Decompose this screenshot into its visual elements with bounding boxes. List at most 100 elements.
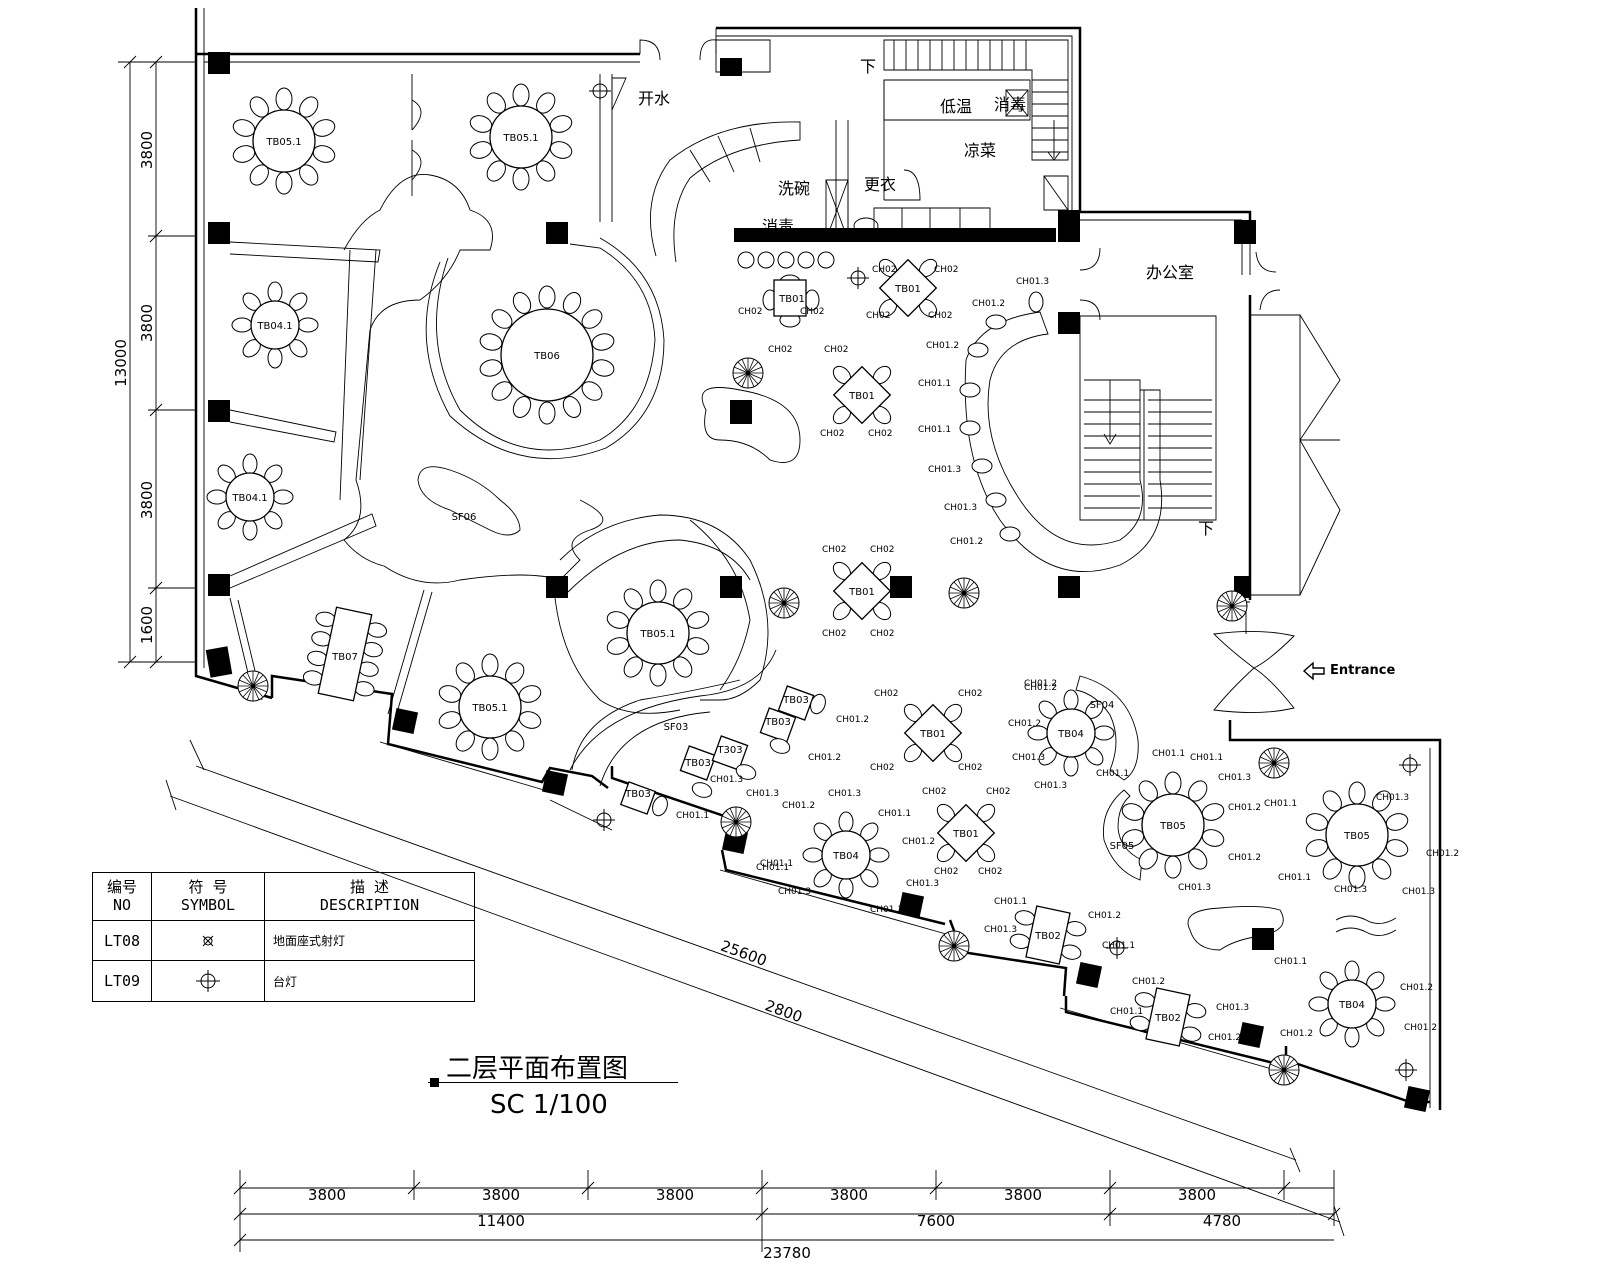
entrance-label: Entrance — [1330, 663, 1396, 678]
legend-table: 编号 NO 符 号 SYMBOL 描 述 DESCRIPTION LT08 地面… — [92, 872, 475, 1002]
plant-icon — [768, 587, 800, 619]
table-tb05-a: TB05.1 — [230, 87, 338, 195]
dim-left-4: 1600 — [138, 606, 156, 644]
table-lamp-icon — [846, 266, 870, 290]
chair-code-label: CH01.2 — [836, 715, 869, 725]
legend-header-description: 描 述 DESCRIPTION — [264, 872, 475, 921]
chair-code-label: CH01.3 — [1376, 793, 1409, 803]
dim-diagonal-outer: 2800 — [763, 996, 805, 1026]
sofa-label: SF04 — [1090, 700, 1115, 711]
table-label: TB05.1 — [639, 629, 675, 640]
dimension-lines: 3800 3800 3800 1600 13000 3800 3800 3800… — [112, 55, 1345, 1262]
chair-code-label: CH01.3 — [828, 789, 861, 799]
table-lamp-icon — [196, 970, 220, 993]
legend-header-symbol: 符 号 SYMBOL — [151, 872, 265, 921]
table-label: TB05.1 — [471, 703, 507, 714]
chair-code-label: CH01.3 — [1402, 887, 1435, 897]
plant-icon — [732, 357, 764, 389]
chair-code-label: CH02 — [870, 763, 895, 773]
plant-icon — [1268, 1054, 1300, 1086]
table-tb05-f: TB05 — [1303, 781, 1411, 889]
chair-code-label: CH02 — [958, 689, 983, 699]
table-tb01-a: TB01 — [762, 274, 820, 328]
chair-code-label: CH01.1 — [878, 809, 911, 819]
chair-code-label: CH01.1 — [994, 897, 1027, 907]
stair-down-label: 下 — [860, 57, 876, 76]
chair-code-label: CH01.1 — [918, 379, 951, 389]
chair-code-label: CH01.1 — [1278, 873, 1311, 883]
table-label: TB01 — [952, 829, 979, 840]
room-label-liangcai: 凉菜 — [964, 141, 996, 160]
chair-code-label: CH02 — [868, 429, 893, 439]
structural-columns — [205, 52, 1431, 1113]
room-labels: 开水 低温 消毒 凉菜 洗碗 更衣 消毒 办公室 下 下 — [638, 57, 1214, 538]
bar-chairs — [959, 291, 1044, 542]
table-tb02-b: TB02 — [1129, 987, 1207, 1047]
chair-code-label: CH01.2 — [808, 753, 841, 763]
room-label-gengyi: 更衣 — [864, 175, 896, 194]
dim-bottom-6: 3800 — [1178, 1186, 1216, 1204]
table-tb01-b: TB01 — [875, 255, 941, 321]
table-tb04-a: TB04.1 — [231, 281, 319, 369]
room-label-xiaodu-2: 消毒 — [762, 217, 794, 236]
chair-code-label: CH01.3 — [1334, 885, 1367, 895]
chair-code-label: CH01.2 — [1228, 803, 1261, 813]
table-lamp-icon — [1398, 753, 1422, 777]
chair-code-label: CH01.3 — [1012, 753, 1045, 763]
chair-code-label: CH01.1 — [760, 859, 793, 869]
dim-left-2: 3800 — [138, 304, 156, 342]
dim-bottom-group-1: 11400 — [477, 1212, 525, 1230]
chair-code-label: CH01.2 — [1132, 977, 1165, 987]
chair-code-label: CH02 — [958, 763, 983, 773]
chair-code-label: CH01.1 — [870, 905, 903, 915]
chair-code-label: CH02 — [870, 545, 895, 555]
table-lamp-icon — [1394, 1058, 1418, 1082]
chair-code-label: CH01.3 — [746, 789, 779, 799]
dim-left-1: 3800 — [138, 131, 156, 169]
legend-header-no: 编号 NO — [92, 872, 152, 921]
table-tb05-c: TB05.1 — [604, 579, 712, 687]
table-tb01-e: TB01 — [900, 700, 966, 766]
table-tb01-f: TB01 — [933, 800, 999, 866]
table-label: TB01 — [848, 391, 875, 402]
dim-left-total: 13000 — [112, 339, 130, 387]
chair-code-label: CH01.3 — [984, 925, 1017, 935]
legend-row-description: 台灯 — [264, 960, 475, 1002]
legend-header-no-en: NO — [112, 896, 132, 915]
table-tb04-b: TB04.1 — [206, 453, 294, 541]
dim-bottom-3: 3800 — [656, 1186, 694, 1204]
chair-code-label: CH01.3 — [1218, 773, 1251, 783]
chair-code-label: CH02 — [866, 311, 891, 321]
chair-code-label: CH01.1 — [1152, 749, 1185, 759]
dim-diagonal-inner: 25600 — [718, 937, 769, 970]
chair-code-label: CH01.2 — [926, 341, 959, 351]
arrow-left-icon — [1302, 661, 1325, 681]
legend-row: LT08 地面座式射灯 — [92, 919, 475, 962]
table-label: TB01 — [919, 729, 946, 740]
plant-icon — [720, 806, 752, 838]
sofa-label: SF06 — [452, 512, 477, 523]
chair-code-label: CH02 — [922, 787, 947, 797]
dim-bottom-4: 3800 — [830, 1186, 868, 1204]
drawing-scale: SC 1/100 — [490, 1090, 608, 1120]
chair-code-label: CH01.2 — [1008, 719, 1041, 729]
chair-code-label: CH02 — [978, 867, 1003, 877]
plant-icon — [1258, 747, 1290, 779]
chair-code-label: CH01.3 — [1216, 1003, 1249, 1013]
chair-code-label: CH01.2 — [1404, 1023, 1437, 1033]
dim-bottom-5: 3800 — [1004, 1186, 1042, 1204]
chair-code-label: CH01.2 — [1088, 911, 1121, 921]
title-underline — [428, 1082, 678, 1083]
chair-code-label: CH01.2 — [1426, 849, 1459, 859]
legend-row-symbol — [151, 960, 265, 1002]
table-label: TB05.1 — [502, 133, 538, 144]
table-label: TB03 — [764, 717, 791, 728]
chair-code-label: CH02 — [824, 345, 849, 355]
table-label: TB03 — [782, 695, 809, 706]
chair-code-label: CH01.3 — [944, 503, 977, 513]
chair-code-label: CH02 — [822, 545, 847, 555]
chair-code-label: CH01.3 — [778, 887, 811, 897]
chair-code-label: CH02 — [870, 629, 895, 639]
chair-code-label: CH01.2 — [972, 299, 1005, 309]
